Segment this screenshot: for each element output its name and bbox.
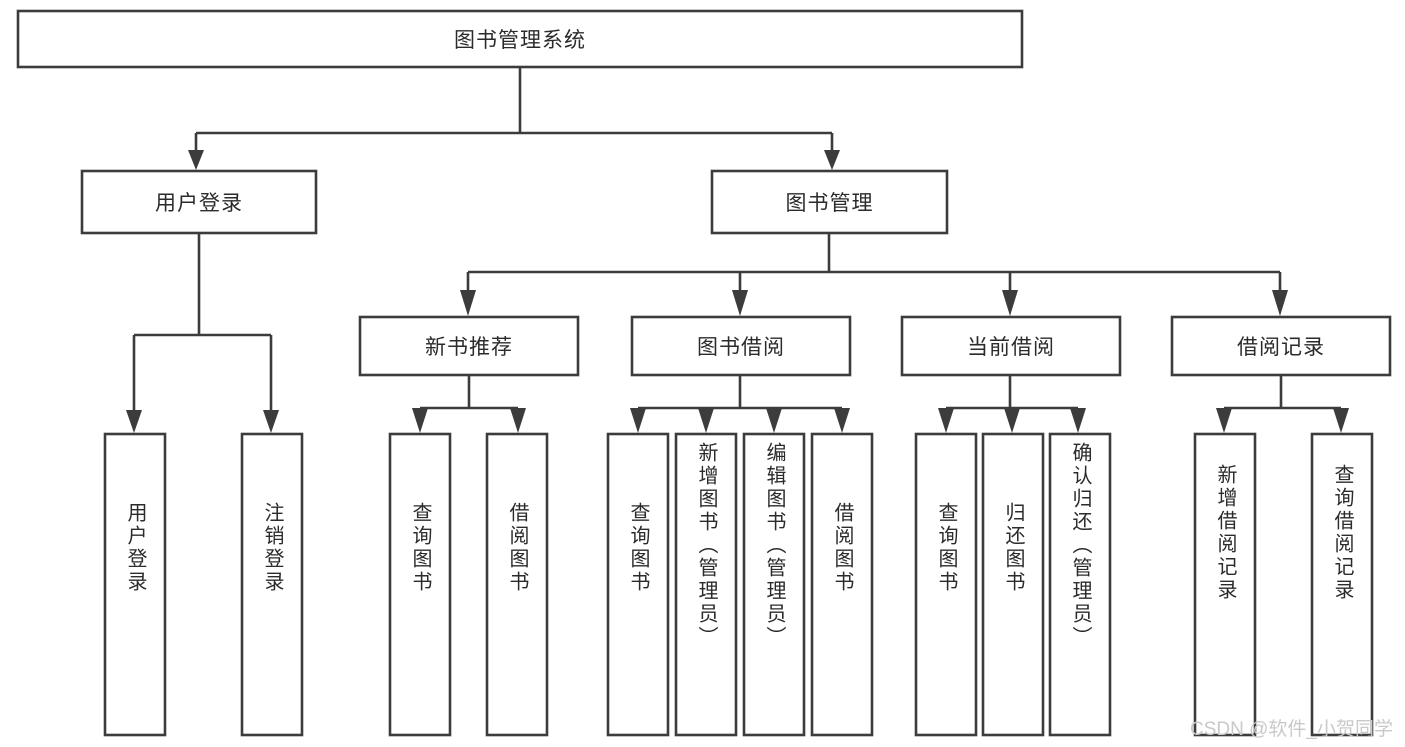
node-box-leaf-borrow-book-1[interactable]	[485, 432, 549, 737]
arrowhead-to-leaf-query-book-1	[412, 408, 428, 433]
node-box-leaf-edit-book[interactable]	[742, 432, 806, 737]
node-box-leaf-return-book[interactable]	[981, 432, 1045, 737]
arrowhead-root-to-user-login	[188, 150, 204, 170]
edge-user-login-to-bus	[134, 233, 271, 337]
node-box-new-book-rec[interactable]	[358, 315, 580, 377]
arrowhead-to-leaf-edit-book	[766, 408, 782, 433]
arrowhead-root-to-book-manage	[824, 150, 840, 170]
node-box-root[interactable]	[16, 9, 1024, 69]
node-box-leaf-confirm-return[interactable]	[1048, 432, 1112, 737]
arrowhead-to-borrow-record	[1272, 290, 1288, 316]
node-box-borrow-record[interactable]	[1170, 315, 1392, 377]
arrowhead-to-leaf-return-book	[1004, 408, 1020, 433]
edge-book-manage-to-bus	[468, 233, 1280, 274]
arrowhead-to-book-borrow	[732, 290, 748, 316]
arrowhead-to-leaf-borrow-book-2	[834, 408, 850, 433]
node-box-leaf-user-login[interactable]	[103, 432, 167, 737]
node-box-book-manage[interactable]	[710, 169, 949, 235]
arrowhead-to-current-borrow	[1002, 290, 1018, 316]
arrowhead-to-leaf-query-book-2	[630, 408, 646, 433]
edge-borrow-record-to-bus	[1224, 375, 1341, 410]
node-box-book-borrow[interactable]	[630, 315, 852, 377]
node-box-leaf-query-record[interactable]	[1310, 432, 1374, 737]
arrowhead-to-leaf-add-record	[1216, 408, 1232, 433]
node-box-leaf-query-book-1[interactable]	[388, 432, 452, 737]
arrowhead-to-leaf-query-book-3	[938, 408, 954, 433]
node-box-current-borrow[interactable]	[900, 315, 1122, 377]
arrowhead-to-leaf-confirm-return	[1070, 408, 1086, 433]
edge-current-borrow-to-bus	[946, 375, 1078, 410]
edge-new-book-rec-to-bus	[420, 375, 518, 410]
node-box-leaf-query-book-3[interactable]	[914, 432, 978, 737]
arrowhead-to-leaf-add-book	[698, 408, 714, 433]
node-box-user-login[interactable]	[80, 169, 318, 235]
arrowhead-to-new-book-rec	[460, 290, 476, 316]
node-box-leaf-add-record[interactable]	[1193, 432, 1257, 737]
arrowhead-to-leaf-user-login	[126, 410, 142, 433]
edge-book-borrow-to-bus	[638, 375, 842, 410]
arrowhead-to-leaf-logout	[263, 410, 279, 433]
node-box-leaf-logout[interactable]	[240, 432, 304, 737]
node-box-leaf-add-book[interactable]	[674, 432, 738, 737]
node-box-leaf-query-book-2[interactable]	[606, 432, 670, 737]
arrowhead-to-leaf-query-record	[1333, 408, 1349, 433]
node-box-leaf-borrow-book-2[interactable]	[810, 432, 874, 737]
edge-root-to-bus	[196, 67, 832, 135]
arrowhead-to-leaf-borrow-book-1	[510, 408, 526, 433]
